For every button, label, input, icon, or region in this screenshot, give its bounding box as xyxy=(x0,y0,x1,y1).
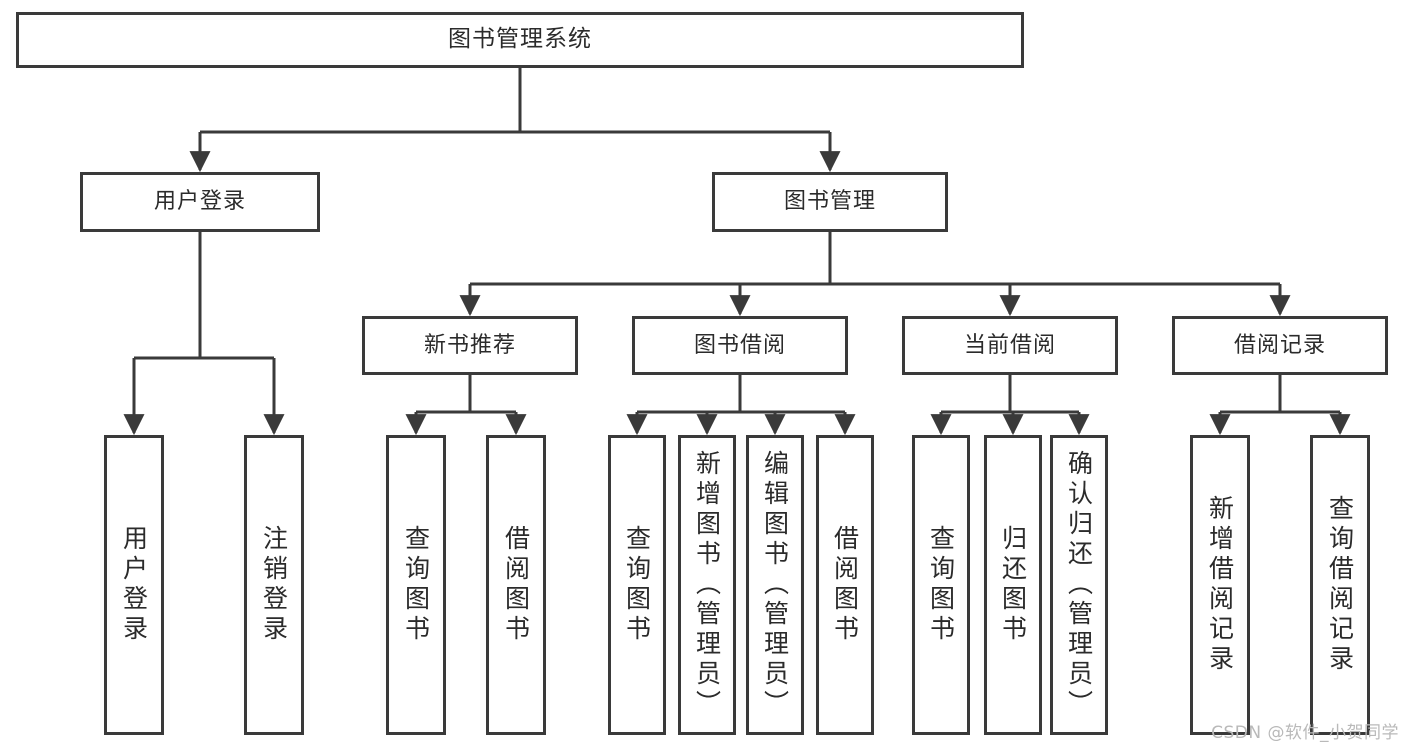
leaf-add-record[interactable]: 新增借阅记录 xyxy=(1190,435,1250,735)
node-new-book-recommend[interactable]: 新书推荐 xyxy=(362,316,578,375)
leaf-return-book[interactable]: 归还图书 xyxy=(984,435,1042,735)
node-root[interactable]: 图书管理系统 xyxy=(16,12,1024,68)
node-user-login[interactable]: 用户登录 xyxy=(80,172,320,232)
node-book-management[interactable]: 图书管理 xyxy=(712,172,948,232)
leaf-edit-book-label: 编辑图书（管理员） xyxy=(760,450,790,720)
leaf-logout-label: 注销登录 xyxy=(259,525,289,645)
node-new-book-recommend-label: 新书推荐 xyxy=(423,332,516,358)
leaf-user-login[interactable]: 用户登录 xyxy=(104,435,164,735)
watermark-text: CSDN @软件_小贺同学 xyxy=(1211,723,1399,743)
leaf-query-book-3-label: 查询图书 xyxy=(926,525,956,645)
leaf-query-record-label: 查询借阅记录 xyxy=(1325,495,1355,675)
leaf-borrow-book-1[interactable]: 借阅图书 xyxy=(486,435,546,735)
node-current-borrow[interactable]: 当前借阅 xyxy=(902,316,1118,375)
leaf-confirm-return[interactable]: 确认归还（管理员） xyxy=(1050,435,1108,735)
leaf-add-book-label: 新增图书（管理员） xyxy=(692,450,722,720)
node-borrow-record[interactable]: 借阅记录 xyxy=(1172,316,1388,375)
leaf-borrow-book-2[interactable]: 借阅图书 xyxy=(816,435,874,735)
node-book-borrow[interactable]: 图书借阅 xyxy=(632,316,848,375)
leaf-add-book[interactable]: 新增图书（管理员） xyxy=(678,435,736,735)
leaf-edit-book[interactable]: 编辑图书（管理员） xyxy=(746,435,804,735)
leaf-add-record-label: 新增借阅记录 xyxy=(1205,495,1235,675)
leaf-borrow-book-2-label: 借阅图书 xyxy=(830,525,860,645)
node-borrow-record-label: 借阅记录 xyxy=(1233,332,1326,358)
leaf-query-record[interactable]: 查询借阅记录 xyxy=(1310,435,1370,735)
node-root-label: 图书管理系统 xyxy=(448,26,592,53)
leaf-confirm-return-label: 确认归还（管理员） xyxy=(1064,450,1094,720)
leaf-borrow-book-1-label: 借阅图书 xyxy=(501,525,531,645)
node-book-management-label: 图书管理 xyxy=(783,189,876,215)
node-book-borrow-label: 图书借阅 xyxy=(693,332,786,358)
leaf-user-login-label: 用户登录 xyxy=(119,525,149,645)
leaf-query-book-2-label: 查询图书 xyxy=(622,525,652,645)
leaf-return-book-label: 归还图书 xyxy=(998,525,1028,645)
node-user-login-label: 用户登录 xyxy=(153,189,246,215)
leaf-logout[interactable]: 注销登录 xyxy=(244,435,304,735)
leaf-query-book-1[interactable]: 查询图书 xyxy=(386,435,446,735)
leaf-query-book-3[interactable]: 查询图书 xyxy=(912,435,970,735)
leaf-query-book-2[interactable]: 查询图书 xyxy=(608,435,666,735)
node-current-borrow-label: 当前借阅 xyxy=(963,332,1056,358)
leaf-query-book-1-label: 查询图书 xyxy=(401,525,431,645)
